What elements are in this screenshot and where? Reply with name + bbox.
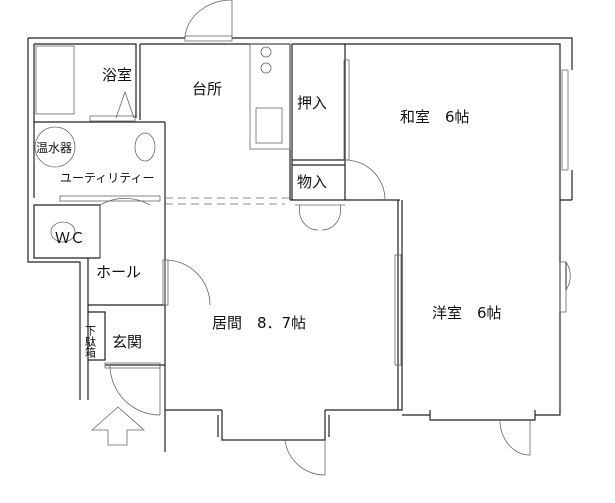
label-western-room: 洋室 6帖	[432, 304, 502, 322]
room-labels: 浴室 台所 押入 和室 6帖 温水器 ユーティリティー 物入 ＷＣ ホール 居間…	[36, 66, 502, 359]
doors-windows	[34, 0, 571, 476]
label-shoe-box: 下駄箱	[84, 325, 97, 359]
label-closet: 押入	[297, 94, 327, 112]
label-japanese-room: 和室 6帖	[400, 108, 470, 126]
label-bath: 浴室	[102, 66, 132, 84]
label-wc: ＷＣ	[55, 229, 85, 247]
label-storage: 物入	[297, 173, 327, 191]
label-water-heater: 温水器	[36, 141, 72, 155]
label-living: 居間 8．7帖	[212, 314, 306, 332]
entry-arrow-icon	[90, 406, 146, 446]
label-hall: ホール	[96, 263, 141, 281]
label-kitchen: 台所	[192, 80, 222, 98]
label-entrance: 玄関	[112, 333, 142, 351]
label-utility: ユーティリティー	[60, 171, 155, 185]
